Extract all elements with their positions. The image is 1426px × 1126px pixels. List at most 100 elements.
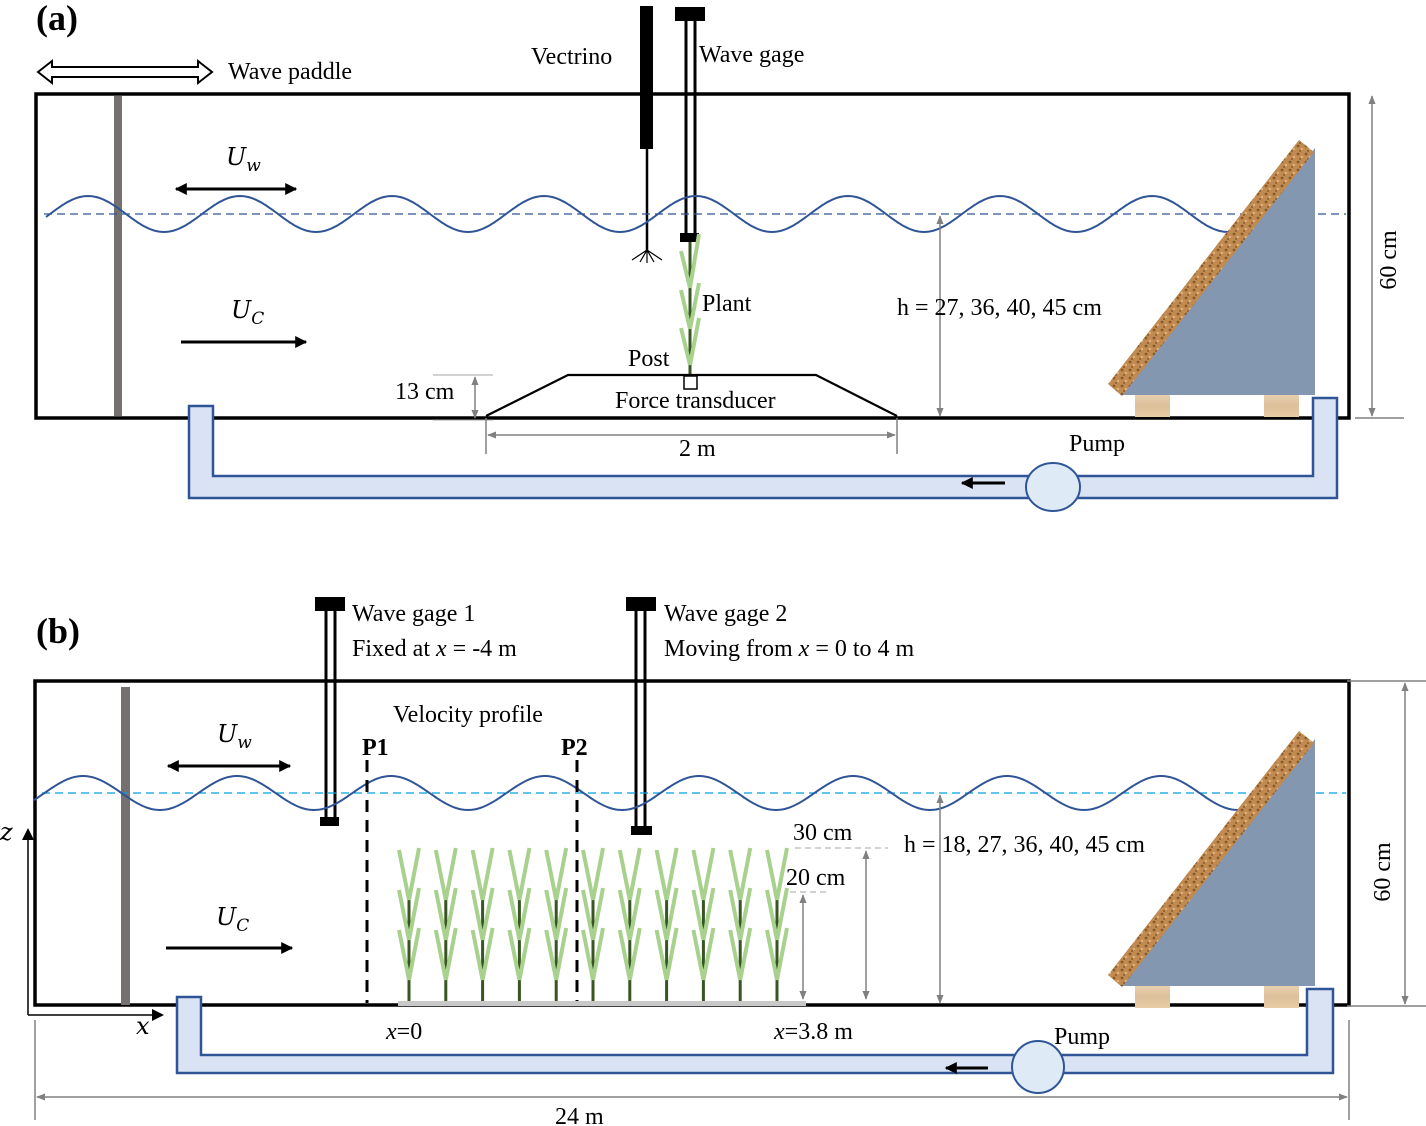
wave-gage-1-note: Fixed at x = -4 m bbox=[352, 636, 517, 662]
plant bbox=[470, 847, 495, 1001]
wave-gage-2-probe bbox=[626, 597, 656, 835]
plant-leaf bbox=[654, 927, 679, 981]
velocity-profile-label: Velocity profile bbox=[393, 702, 543, 728]
axis-x-label: x bbox=[136, 1012, 150, 1040]
plant-leaf bbox=[691, 887, 716, 941]
vectrino-label: Vectrino bbox=[531, 44, 612, 70]
plant bbox=[728, 847, 753, 1001]
plant-leaf bbox=[507, 847, 532, 901]
plant-a bbox=[679, 233, 701, 375]
water-depth-label-b: h = 18, 27, 36, 40, 45 cm bbox=[904, 832, 1145, 858]
pump-label-a: Pump bbox=[1069, 431, 1125, 457]
wave-surface-a bbox=[45, 194, 1229, 234]
post-label: Post bbox=[628, 346, 670, 372]
plant-leaf bbox=[433, 927, 458, 981]
x0-label: x=0 bbox=[385, 1019, 422, 1045]
plant-leaf bbox=[433, 847, 458, 901]
step-height-label: 13 cm bbox=[395, 379, 455, 405]
plant-leaf bbox=[581, 847, 605, 901]
plant-leaf bbox=[397, 847, 421, 901]
plant-leaf bbox=[544, 847, 569, 901]
wave-gage-2-note: Moving from x = 0 to 4 m bbox=[664, 636, 915, 662]
force-transducer-label: Force transducer bbox=[615, 388, 776, 414]
tank-height-label-b: 60 cm bbox=[1370, 842, 1396, 902]
plant-leaf bbox=[765, 927, 789, 981]
plant-leaf bbox=[507, 887, 532, 941]
plant-leaf bbox=[397, 927, 421, 981]
beach-slope-b bbox=[1108, 731, 1315, 1008]
plant-leaf bbox=[470, 847, 495, 901]
tank-outline-a bbox=[34, 92, 1351, 420]
wave-paddle bbox=[114, 96, 122, 416]
plant-leaf bbox=[544, 927, 569, 981]
plant-leaf bbox=[433, 887, 458, 941]
plant-leaf bbox=[728, 847, 753, 901]
return-pipe-a bbox=[187, 396, 1339, 500]
wave-gage-1-probe bbox=[315, 597, 345, 826]
plant-leaf bbox=[654, 887, 679, 941]
plant-leaf bbox=[581, 887, 605, 941]
axis-z-label: z bbox=[0, 818, 13, 846]
plant bbox=[507, 847, 532, 1001]
plant-leaf bbox=[617, 887, 642, 941]
wave-gage-2-label: Wave gage 2 bbox=[664, 601, 787, 627]
tank-height-label-a: 60 cm bbox=[1376, 230, 1402, 290]
plant-leaf bbox=[397, 887, 421, 941]
pump-label-b: Pump bbox=[1054, 1024, 1110, 1050]
coordinate-axes bbox=[22, 828, 164, 1021]
panel-b-label: (b) bbox=[36, 611, 80, 651]
pump-a bbox=[1025, 462, 1081, 512]
test-section-step bbox=[485, 373, 898, 417]
plant-leaf bbox=[765, 847, 789, 901]
force-transducer bbox=[683, 375, 698, 390]
plant-leaf bbox=[470, 887, 495, 941]
canopy-20cm-label: 20 cm bbox=[786, 865, 846, 891]
plant bbox=[691, 847, 716, 1001]
tank-length-label: 24 m bbox=[555, 1104, 604, 1126]
plant-leaf bbox=[654, 847, 679, 901]
wave-paddle-b bbox=[121, 687, 130, 1005]
plant bbox=[765, 847, 789, 1001]
return-pipe-b bbox=[175, 987, 1335, 1075]
plant-leaf bbox=[544, 887, 569, 941]
vectrino-probe bbox=[631, 6, 663, 263]
plant-leaf bbox=[728, 887, 753, 941]
panel-a: (a) Wave paddle Vectrino Wave gage bbox=[34, 0, 1404, 512]
plant-leaf bbox=[728, 927, 753, 981]
plant-leaf bbox=[581, 927, 605, 981]
plant bbox=[433, 847, 458, 1001]
uc-label-b: UC bbox=[216, 903, 249, 936]
plant-leaf bbox=[691, 847, 716, 901]
uw-label-b: Uw bbox=[217, 720, 252, 753]
panel-b: (b) Wave gage 1 Fixed at x = -4 m Wave g… bbox=[0, 597, 1426, 1126]
uw-label-a: Uw bbox=[226, 143, 261, 176]
x38-label: x=3.8 m bbox=[773, 1019, 853, 1045]
plant-leaf bbox=[507, 927, 532, 981]
water-depth-label-a: h = 27, 36, 40, 45 cm bbox=[897, 295, 1102, 321]
pump-b bbox=[1011, 1040, 1065, 1094]
wave-surface-b bbox=[33, 775, 1263, 812]
beach-slope-a bbox=[1108, 140, 1315, 417]
plant bbox=[617, 847, 642, 1001]
plant bbox=[654, 847, 679, 1001]
wave-paddle-arrow-icon bbox=[36, 58, 214, 86]
plant bbox=[581, 847, 605, 1001]
wave-paddle-label: Wave paddle bbox=[228, 59, 352, 85]
wave-gage-probe bbox=[675, 7, 705, 242]
plant-leaf bbox=[691, 927, 716, 981]
uc-label-a: UC bbox=[231, 296, 264, 329]
plant-leaf bbox=[617, 847, 642, 901]
plant-canopy bbox=[397, 847, 789, 1001]
step-length-label: 2 m bbox=[679, 436, 716, 462]
panel-a-label: (a) bbox=[36, 0, 78, 38]
plant-leaf bbox=[617, 927, 642, 981]
plant-leaf bbox=[765, 887, 789, 941]
profile-p1-label: P1 bbox=[362, 735, 389, 761]
wave-gage-label: Wave gage bbox=[699, 42, 804, 68]
wave-gage-1-label: Wave gage 1 bbox=[352, 601, 475, 627]
canopy-bed bbox=[398, 1001, 806, 1006]
plant bbox=[544, 847, 569, 1001]
plant-label: Plant bbox=[702, 291, 752, 317]
plant bbox=[397, 847, 421, 1001]
